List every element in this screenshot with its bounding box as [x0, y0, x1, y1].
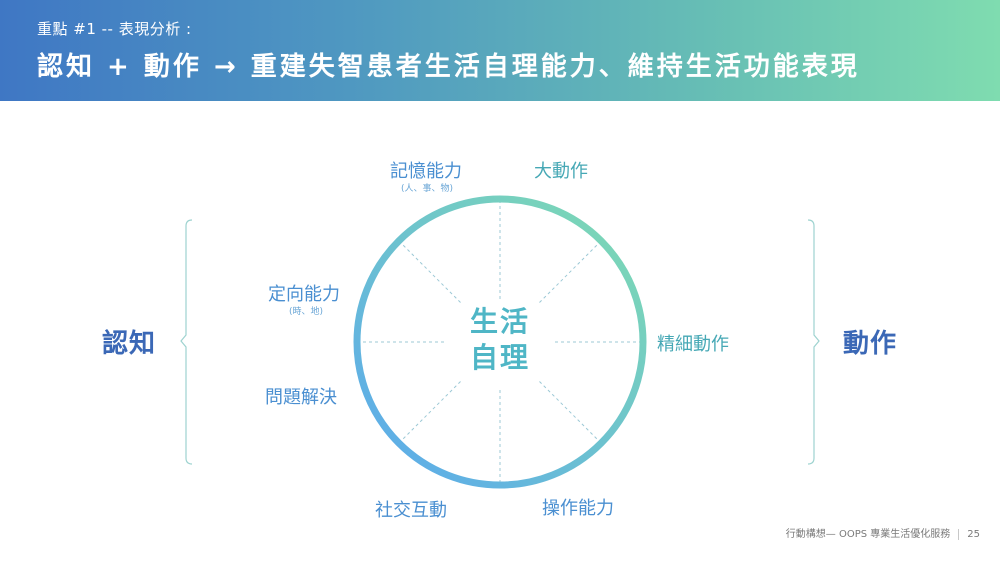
center-line-1: 生活: [469, 305, 530, 338]
memory-label: 記憶能力: [390, 161, 462, 182]
operation-ability-label: 操作能力: [542, 498, 614, 519]
footer: 行動構想— OOPS 專業生活優化服務 25: [786, 525, 980, 540]
center-label: 生活 自理: [440, 304, 560, 376]
problem-solving-label: 問題解決: [265, 387, 337, 408]
slide-subtitle: 重點 #1 -- 表現分析 :: [37, 20, 192, 38]
footer-text: 行動構想— OOPS 專業生活優化服務: [785, 529, 951, 540]
divider-lines: [357, 200, 643, 482]
social-interaction-label: 社交互動: [375, 500, 447, 521]
orientation-sublabel: (時、地): [289, 307, 324, 317]
cognition-label: 認知: [102, 329, 157, 359]
left-bracket: [180, 219, 193, 465]
right-bracket: [807, 219, 820, 465]
header-banner: 重點 #1 -- 表現分析 : 認知 + 動作 → 重建失智患者生活自理能力、維…: [0, 0, 1000, 101]
life-skills-ring: [353, 195, 647, 489]
fine-motor-label: 精細動作: [657, 334, 729, 355]
slide-title: 認知 + 動作 → 重建失智患者生活自理能力、維持生活功能表現: [37, 52, 860, 82]
motor-label: 動作: [843, 329, 898, 359]
orientation-label: 定向能力: [268, 284, 340, 305]
page-number: 25: [967, 529, 980, 540]
center-line-2: 自理: [469, 341, 530, 374]
gross-motor-label: 大動作: [534, 161, 588, 182]
memory-sublabel: (人、事、物): [401, 184, 454, 194]
footer-divider: [958, 528, 960, 540]
